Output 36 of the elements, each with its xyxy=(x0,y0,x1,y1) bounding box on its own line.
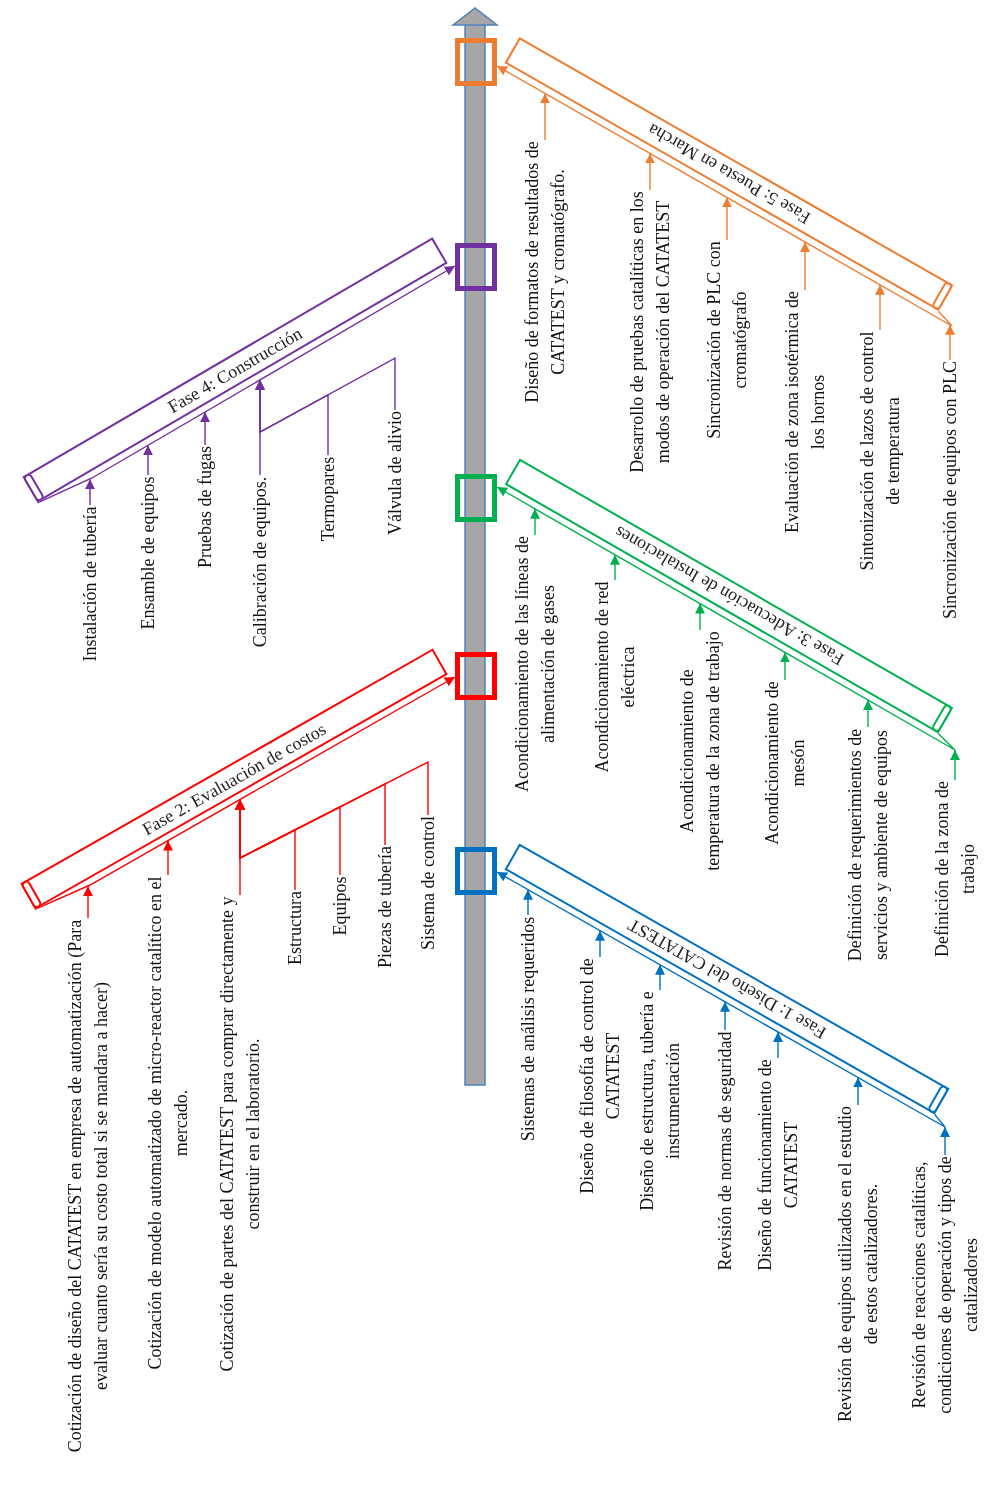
arrow xyxy=(950,749,960,781)
arrow xyxy=(85,478,95,506)
arrow xyxy=(773,1031,783,1059)
arrow xyxy=(496,486,956,751)
arrow xyxy=(863,699,873,728)
task-label: Cotización de diseño del CATATEST en empresa de automatización (Para evaluar cuanto sería su costo total si se mandara a hacer) xyxy=(62,918,114,1453)
arrow xyxy=(645,152,655,191)
milestone-marker xyxy=(455,38,497,86)
arrow xyxy=(523,888,533,916)
milestone-marker xyxy=(455,652,497,700)
arrow xyxy=(610,554,620,581)
arrow xyxy=(695,602,705,631)
arrow xyxy=(780,651,790,681)
arrow xyxy=(540,92,550,141)
arrow xyxy=(143,444,153,476)
arrow xyxy=(940,1126,950,1156)
arrow xyxy=(800,241,810,291)
arrow xyxy=(200,411,210,446)
arrow xyxy=(83,885,93,919)
arrow xyxy=(853,1076,863,1106)
arrow xyxy=(722,196,732,241)
arrow xyxy=(595,929,605,958)
arrow xyxy=(496,871,946,1128)
arrow xyxy=(496,65,953,327)
arrow xyxy=(655,964,665,991)
arrow xyxy=(255,357,396,434)
arrow xyxy=(945,324,955,361)
arrow xyxy=(720,1001,730,1031)
arrow xyxy=(235,760,429,860)
arrow xyxy=(530,508,540,536)
arrow xyxy=(163,839,173,876)
milestone-marker xyxy=(455,243,497,291)
arrow xyxy=(875,284,885,331)
task-label: Revisión de reacciones catalíticas, condiciones de operación y tipos de catalizadores xyxy=(906,1155,984,1415)
milestone-marker xyxy=(455,847,497,895)
milestone-marker xyxy=(455,474,497,522)
